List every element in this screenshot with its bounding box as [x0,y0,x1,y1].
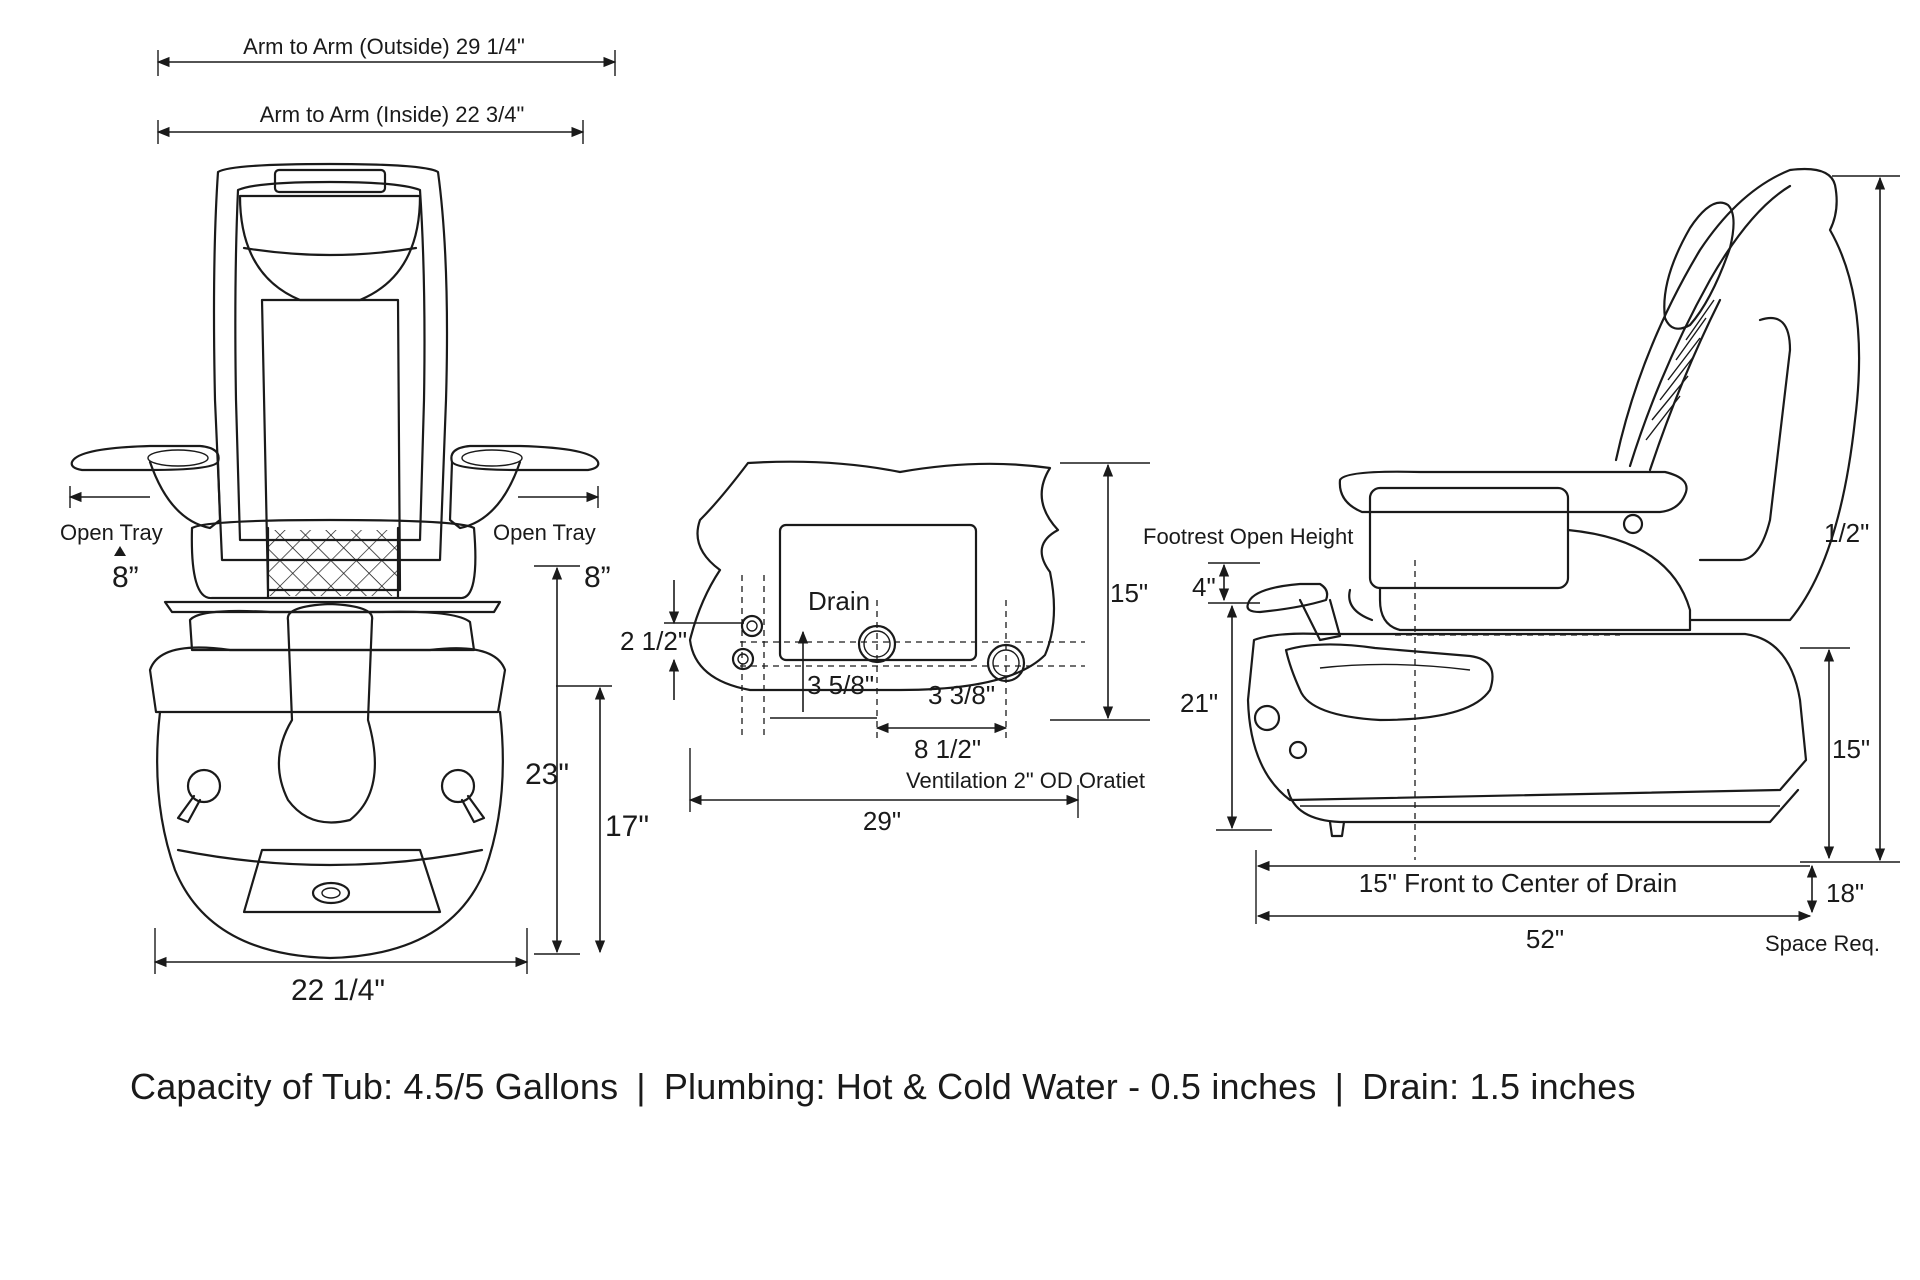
side-view: Footrest Open Height 4" 21" 1/2" 15" 15"… [1143,167,1900,956]
footer-separator-2: | [1334,1066,1345,1107]
tub-basin [778,523,978,662]
plumbing-text: Plumbing: Hot & Cold Water - 0.5 inches [663,1066,1317,1107]
dim-8-1-2-label: 8 1/2" [914,734,981,764]
open-tray-right-label: Open Tray [493,520,596,545]
base-width-label: 22 1/4" [291,974,385,1007]
front-view: Arm to Arm (Outside) 29 1/4" Arm to Arm … [60,34,649,1007]
ventilation-label: Ventilation 2" OD Oratiet [906,768,1145,793]
dim-52-label: 52" [1526,924,1564,954]
tub-capacity-text: Capacity of Tub: 4.5/5 Gallons [130,1066,619,1107]
side-tray-box [1368,486,1570,590]
front-to-drain-label: 15" Front to Center of Drain [1359,868,1678,898]
spec-footer: Capacity of Tub: 4.5/5 Gallons | Plumbing:… [0,1066,1920,1108]
side-bowl-glass [1284,643,1494,722]
left-tray [70,444,220,472]
space-req-label: Space Req. [1765,931,1880,956]
drain-text: Drain: 1.5 inches [1362,1066,1636,1107]
dim-15-side-label: 15" [1832,734,1870,764]
side-headrest [1663,201,1735,330]
footrest [277,602,376,824]
arm-outside-label: Arm to Arm (Outside) 29 1/4" [243,34,525,59]
drain-label: Drain [808,586,870,616]
dim-2-1-2-label: 2 1/2" [620,626,687,656]
dim-4-label: 4" [1192,572,1216,602]
water-inlet-top [740,614,764,638]
tub-bowl [156,710,504,960]
top-view: Drain 2 1/2" 3 5/8" 3 3/8" 8 1/2" [620,460,1150,836]
tub-top-outline [688,460,1060,692]
side-armrest [1338,470,1688,514]
height-total-label: 23" [525,758,569,791]
dim-3-5-8-label: 3 5/8" [807,670,874,700]
right-tray [450,444,600,472]
open-tray-left-label: Open Tray [60,520,163,545]
footrest-open-height-label: Footrest Open Height [1143,524,1353,549]
dim-15-top-label: 15" [1110,578,1148,608]
side-backrest [1614,167,1861,622]
backrest-outline [212,162,449,562]
side-footrest [1246,582,1329,614]
headrest-pillow [238,194,422,302]
dim-1-2-label: 1/2" [1824,518,1869,548]
right-faucet-knob [440,768,486,824]
footer-separator-1: | [636,1066,646,1107]
headrest-strap [273,168,387,194]
dim-21-label: 21" [1180,688,1218,718]
dim-18-label: 18" [1826,878,1864,908]
height-seat-label: 17" [605,810,649,843]
dim-29-label: 29" [863,806,901,836]
left-faucet-knob [176,768,222,824]
open-tray-left-value: 8” [112,561,139,594]
side-tub-base [1246,632,1808,802]
dim-3-3-8-label: 3 3/8" [928,680,995,710]
arm-inside-label: Arm to Arm (Inside) 22 3/4" [260,102,525,127]
open-tray-right-value: 8” [584,561,611,594]
back-quilted-panel [260,298,402,592]
water-inlet-bottom [731,647,755,671]
